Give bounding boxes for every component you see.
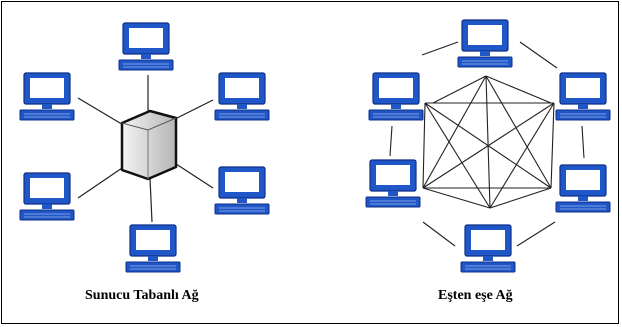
connection-line	[489, 187, 552, 209]
connection-line	[172, 99, 214, 121]
connection-line	[489, 102, 555, 209]
connection-line	[422, 221, 456, 247]
connection-line	[485, 75, 491, 209]
server-icon	[120, 109, 178, 181]
computer-icon	[368, 72, 424, 121]
connection-line	[77, 165, 126, 199]
client-server-caption: Sunucu Tabanlı Ağ	[85, 288, 199, 303]
connection-line	[421, 41, 459, 56]
connection-line	[485, 75, 552, 189]
connection-line	[172, 161, 214, 189]
connection-line	[424, 102, 491, 209]
peer-to-peer-diagram	[365, 19, 611, 273]
connection-line	[422, 75, 487, 189]
client-server-diagram	[19, 22, 270, 273]
connection-line	[550, 102, 555, 189]
ring-lines	[389, 41, 585, 247]
computer-icon	[19, 172, 75, 221]
connection-lines	[77, 75, 214, 223]
computer-icon	[125, 224, 181, 273]
connection-line	[422, 187, 491, 209]
computer-icon	[214, 166, 270, 215]
connection-line	[432, 75, 487, 104]
connection-line	[149, 177, 153, 223]
connection-line	[389, 125, 393, 157]
connection-line	[519, 41, 558, 69]
connection-line	[422, 102, 555, 189]
connection-line	[77, 97, 126, 127]
mesh-lines	[422, 75, 555, 209]
connection-line	[516, 221, 556, 247]
connection-line	[422, 102, 426, 189]
connection-line	[581, 125, 585, 159]
connection-line	[485, 75, 552, 104]
computer-icon	[555, 164, 611, 213]
computer-icon	[457, 19, 513, 68]
computer-icon	[118, 22, 174, 71]
peer-to-peer-caption: Eşten eşe Ağ	[438, 288, 513, 303]
computer-icon	[460, 224, 516, 273]
computer-icon	[214, 72, 270, 121]
computer-icon	[555, 72, 611, 121]
computer-icon	[365, 159, 421, 208]
computer-icon	[19, 72, 75, 121]
